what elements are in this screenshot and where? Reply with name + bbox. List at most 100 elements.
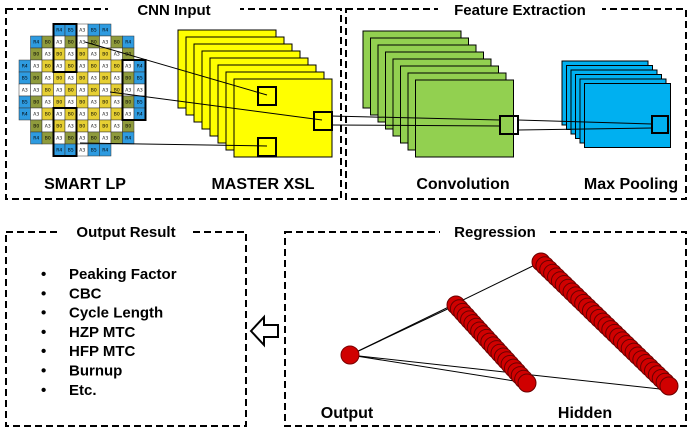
core-map-cell-code: A3 [102, 136, 108, 142]
result-item: HFP MTC [69, 343, 136, 360]
core-map-cell-code: B0 [102, 76, 108, 82]
max-pooling-stack [561, 60, 671, 148]
bullet-marker: • [41, 305, 46, 322]
core-map-cell-code: B0 [45, 136, 51, 142]
core-map-cell-code: A3 [68, 100, 74, 106]
core-map-cell-code: B0 [102, 124, 108, 130]
core-map-cell-code: R4 [102, 28, 108, 34]
core-map-cell-code: B0 [45, 112, 51, 118]
master-xsl-stack [177, 29, 333, 158]
core-map-cell-code: A3 [114, 100, 120, 106]
core-map-cell-code: B0 [33, 52, 39, 58]
bullet-marker: • [41, 343, 46, 360]
core-map-cell-code: A3 [45, 124, 51, 130]
result-item: HZP MTC [69, 324, 136, 341]
core-map-cell-code: A3 [125, 112, 131, 118]
core-map-cell-code: B0 [91, 40, 97, 46]
core-map-cell-code: B0 [114, 40, 120, 46]
hidden-layer-2 [531, 252, 679, 396]
core-map-cell-code: B0 [114, 112, 120, 118]
core-map-cell-code: A3 [137, 88, 143, 94]
hidden-neuron [659, 376, 679, 396]
smart-lp-label: SMART LP [44, 176, 126, 193]
output-result-frame [5, 231, 247, 427]
kernel-window [651, 115, 669, 134]
core-map-cell-code: B0 [56, 124, 62, 130]
core-map-cell-code: B5 [68, 28, 74, 34]
regression-title: Regression [454, 224, 536, 241]
core-map-cell-code: A3 [102, 64, 108, 70]
core-map-cell-code: R4 [137, 112, 143, 118]
core-map-cell-code: R4 [125, 40, 131, 46]
kernel-window [257, 137, 277, 157]
core-map-highlight [52, 23, 78, 73]
core-map-cell-code: R4 [33, 40, 39, 46]
core-map-cell-code: A3 [79, 64, 85, 70]
core-map-cell-code: B0 [79, 124, 85, 130]
core-map-cell-code: B0 [91, 88, 97, 94]
core-map-cell-code: B0 [33, 124, 39, 130]
core-map-cell-code: B0 [68, 64, 74, 70]
core-map-cell-code: R4 [56, 28, 62, 34]
connection-line [330, 115, 501, 121]
feature-map-sheet [233, 78, 333, 158]
kernel-connections [79, 41, 669, 157]
output-result-title: Output Result [76, 224, 175, 241]
core-map-cell-code: B0 [114, 136, 120, 142]
connection-line [84, 41, 268, 96]
bullet-marker: • [41, 324, 46, 341]
core-map-cell-code: B5 [91, 28, 97, 34]
max-pooling-label: Max Pooling [584, 176, 678, 193]
core-map-cell-code: B0 [68, 136, 74, 142]
core-map-cell-code: B0 [68, 112, 74, 118]
output-label: Output [321, 405, 374, 422]
core-map-cell-code: B5 [137, 100, 143, 106]
core-map-cell-code: A3 [114, 76, 120, 82]
result-item: Burnup [69, 363, 122, 380]
core-map-cell-code: A3 [56, 136, 62, 142]
core-map-cell-code: A3 [79, 40, 85, 46]
result-item: Peaking Factor [69, 266, 177, 283]
cnn-input-title: CNN Input [137, 2, 210, 19]
core-map-cell-code: R4 [33, 136, 39, 142]
hidden-neuron [517, 373, 537, 393]
feature-extraction-title-bg [438, 1, 602, 19]
core-map-cell-code: A3 [91, 52, 97, 58]
core-map-cell-code: A3 [45, 76, 51, 82]
network-edge [349, 354, 528, 384]
core-map-cell-code: R4 [125, 136, 131, 142]
kernel-window [499, 115, 519, 135]
left-arrow-icon [249, 314, 279, 348]
core-map-cell-code: A3 [22, 88, 28, 94]
core-map-cell-code: B0 [91, 64, 97, 70]
core-map-cell-code: B0 [45, 40, 51, 46]
core-map-cell-code: A3 [68, 76, 74, 82]
core-map-cell-code: B0 [56, 52, 62, 58]
core-map-cell-code: A3 [33, 112, 39, 118]
core-map-cell-code: B0 [79, 76, 85, 82]
connection-line [79, 142, 268, 147]
core-map-cell-code: B0 [91, 136, 97, 142]
core-map-cell-code: A3 [33, 88, 39, 94]
core-map-cell-code: A3 [45, 52, 51, 58]
core-map-cell-code: A3 [79, 112, 85, 118]
kernel-window [313, 111, 333, 131]
core-map-cell-code: A3 [68, 124, 74, 130]
core-map-cell-code: B0 [56, 100, 62, 106]
bullet-marker: • [41, 382, 46, 399]
core-map-cell-code: A3 [102, 40, 108, 46]
core-map-cell-code: R4 [137, 64, 143, 70]
core-map-cell-code: R4 [22, 112, 28, 118]
panel-output-result: Output Result •Peaking Factor•CBC•Cycle … [5, 223, 247, 427]
core-map-cell-code: R4 [22, 64, 28, 70]
core-map-cell-code: A3 [102, 88, 108, 94]
core-map-cell-code: A3 [56, 88, 62, 94]
core-map-cell-code: B0 [68, 88, 74, 94]
core-map-cell-code: A3 [79, 148, 85, 154]
core-map-cell-code: B0 [114, 64, 120, 70]
core-map-cell-code: A3 [56, 40, 62, 46]
core-map-cell-code: A3 [91, 76, 97, 82]
core-map-cell-code: B0 [102, 100, 108, 106]
hidden-layer-1 [446, 295, 537, 393]
